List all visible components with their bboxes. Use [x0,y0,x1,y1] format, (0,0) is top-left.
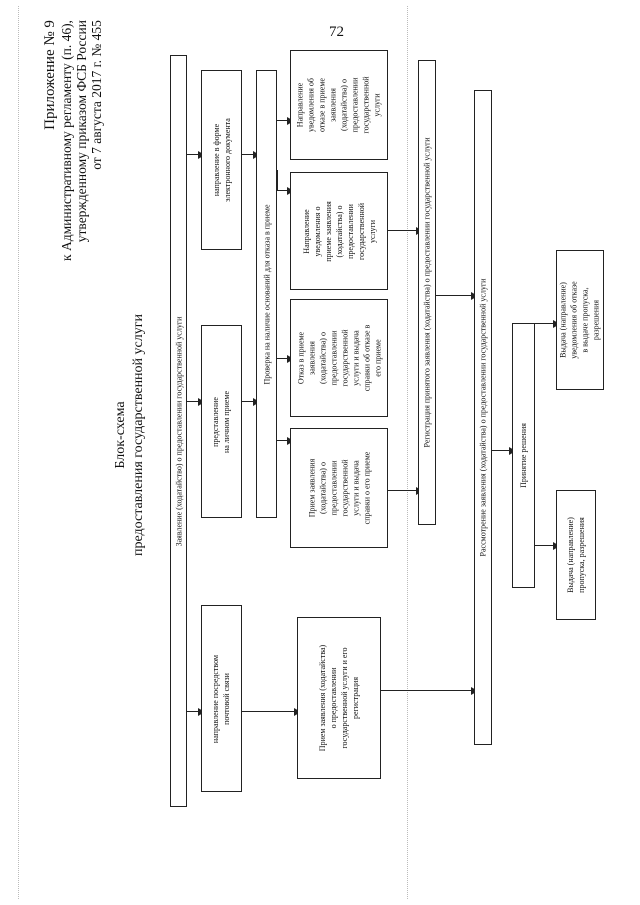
connector [535,545,556,547]
decision-box: Принятие решения [512,323,535,588]
issue-pass-box: Выдача (направление)пропуска, разрешения [556,490,596,620]
title-line-2: предоставления государственной услуги [131,314,147,556]
appendix-number: Приложение № 9 [42,19,58,130]
registration-label: Регистрация принятого заявления (ходатай… [422,137,432,448]
decision-label: Принятие решения [519,423,529,488]
refusal-check-label: Проверка на наличие оснований для отказа… [262,204,271,384]
review-box: Рассмотрение заявления (ходатайства) о п… [474,90,492,745]
diagram-title: Блок-схема предоставления государственно… [100,300,160,570]
accept-certificate-label: Прием заявления(ходатайства) о предостав… [307,451,371,525]
scan-artifact-line [18,6,19,899]
connector [277,170,279,190]
connector [277,358,290,360]
connector [436,295,474,297]
review-label: Рассмотрение заявления (ходатайства) о п… [478,278,488,557]
connector [277,440,290,442]
appendix-header: Приложение № 9 к Административному регла… [15,20,130,261]
connector [277,120,290,122]
connector [381,690,474,692]
application-label: Заявление (ходатайство) о предоставлении… [174,316,183,546]
appendix-date: от 7 августа 2017 г. № 455 [89,19,104,170]
page-number: 72 [329,24,344,40]
scan-artifact-line [407,6,408,899]
application-box: Заявление (ходатайство) о предоставлении… [170,55,187,807]
connector [277,190,290,192]
connector [492,450,512,452]
connector [388,230,418,232]
connector [187,711,201,713]
connector [242,154,256,156]
connector [187,154,201,156]
registration-box: Регистрация принятого заявления (ходатай… [418,60,436,525]
receive-register-box: Прием заявления (ходатайства)о предостав… [297,617,381,779]
connector [242,401,256,403]
title-line-1: Блок-схема [113,401,129,469]
connector [535,323,556,325]
issue-refusal-box: Выдача (направление)уведомления об отказ… [556,250,604,390]
accept-certificate-box: Прием заявления(ходатайства) о предостав… [290,428,388,548]
receive-register-label: Прием заявления (ходатайства)о предостав… [318,644,361,752]
refusal-check-box: Проверка на наличие оснований для отказа… [256,70,277,518]
appendix-approval: утвержденному приказом ФСБ России [74,19,89,242]
issue-pass-label: Выдача (направление)пропуска, разрешения [566,517,586,593]
appendix-reference: к Административному регламенту (п. 46), [59,19,74,261]
connector [187,401,201,403]
connector [388,490,418,492]
issue-refusal-label: Выдача (направление)уведомления об отказ… [559,281,601,359]
connector [242,711,297,713]
